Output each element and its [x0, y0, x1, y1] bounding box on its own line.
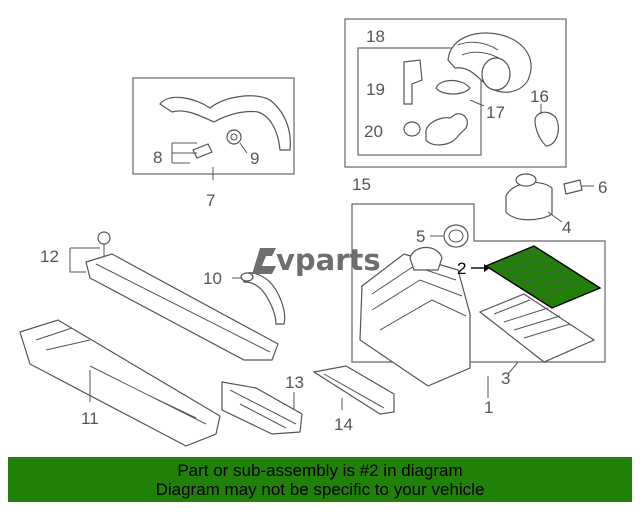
lower-air-duct-11[interactable] — [19, 319, 221, 447]
sensor-19[interactable] — [403, 59, 423, 105]
callout-14: 14 — [334, 415, 353, 434]
callout-9: 9 — [250, 149, 259, 168]
breather-hose-10[interactable] — [243, 272, 286, 325]
callout-8: 8 — [153, 148, 162, 167]
callout-11: 11 — [81, 409, 99, 428]
callout-13: 13 — [285, 373, 304, 392]
group-box-15 — [344, 18, 567, 168]
callout-1: 1 — [484, 398, 493, 417]
banner-line-2: Diagram may not be specific to your vehi… — [155, 479, 485, 499]
callout-17: 17 — [486, 103, 505, 122]
elbow-20[interactable] — [425, 113, 468, 146]
group-box-7 — [132, 77, 295, 180]
callout-10: 10 — [203, 269, 222, 288]
callout-18: 18 — [366, 27, 385, 46]
callout-12: 12 — [40, 247, 59, 266]
info-banner: Part or sub-assembly is #2 in diagram Di… — [8, 457, 632, 502]
lv-logo-icon — [252, 248, 276, 274]
callout-20: 20 — [364, 122, 383, 141]
callout-3: 3 — [501, 369, 510, 388]
callout-4: 4 — [562, 218, 571, 237]
callout-6: 6 — [598, 178, 607, 197]
callout-19: 19 — [366, 80, 385, 99]
screw-8[interactable] — [192, 143, 213, 159]
inlet-tube[interactable] — [159, 95, 291, 151]
callout-5: 5 — [416, 227, 425, 246]
clamp-17[interactable] — [435, 79, 471, 95]
callout-7: 7 — [206, 191, 215, 210]
clip-12[interactable] — [97, 231, 111, 245]
bracket-13[interactable] — [221, 381, 303, 435]
callout-15: 15 — [352, 175, 371, 194]
air-filter-element-2[interactable] — [484, 245, 602, 309]
filter-lower-tray-3[interactable] — [478, 293, 596, 363]
callout-16: 16 — [530, 87, 549, 106]
seal-5[interactable] — [443, 224, 469, 248]
callout-2: 2 — [457, 259, 466, 278]
bolt-6[interactable] — [563, 179, 583, 195]
clip-9[interactable] — [226, 129, 242, 145]
watermark: vparts — [252, 243, 381, 277]
banner-line-1: Part or sub-assembly is #2 in diagram — [177, 460, 463, 480]
mass-airflow-sensor-4[interactable] — [505, 181, 553, 221]
clamp-16[interactable] — [534, 111, 559, 147]
group-box-1 — [351, 203, 606, 398]
watermark-brand: vparts — [276, 243, 381, 277]
